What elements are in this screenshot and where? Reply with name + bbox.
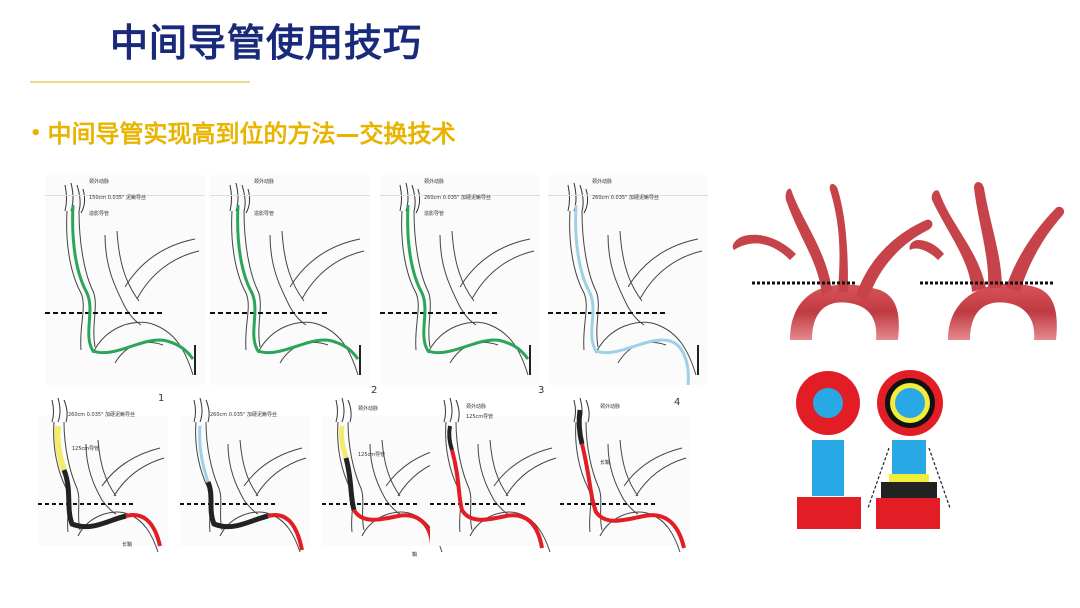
label-wire-260-c: 260cm 0.035" 加硬泥鳅导丝 [68,411,135,418]
label-catheter-3: 造影导管 [424,210,444,217]
panel-top-3: 颈外动脉 260cm 0.035" 加硬泥鳅导丝 造影导管 [379,174,541,386]
label-guide-125-c: 125cm导管 [466,413,493,420]
label-guide-125-a: 125cm导管 [72,445,99,452]
bullet-text: 中间导管实现高到位的方法—交换技术 [47,120,456,148]
label-artery-4: 颈外动脉 [592,178,612,185]
label-artery-1: 颈外动脉 [89,178,109,185]
step-number-3: 3 [538,385,544,396]
label-sheath-a: 长鞘 [122,541,132,548]
step-number-2: 2 [371,385,377,396]
label-artery-2: 颈外动脉 [254,178,274,185]
panel-bottom-4: 颈外动脉 125cm导管 [429,397,561,553]
label-catheter-2: 造影导管 [254,210,274,217]
slide-title: 中间导管使用技巧 [110,21,423,65]
bullet-point: •中间导管实现高到位的方法—交换技术 [30,114,456,149]
panel-top-1: 颈外动脉 150cm 0.035" 泥鳅导丝 造影导管 [44,174,206,386]
aortic-arch-illustration-2 [909,182,1065,340]
panel-bottom-5: 颈外动脉 长鞘 [559,397,691,553]
catheter-stack-1 [797,440,861,529]
green-wire [71,204,195,360]
title-underline [30,81,250,83]
catheter-crosssection-2 [877,370,943,436]
label-wire-150: 150cm 0.035" 泥鳅导丝 [89,194,146,201]
catheter-stack-2 [867,440,951,529]
label-catheter-1: 造影导管 [89,210,109,217]
label-guide-125-b: 125cm导管 [358,451,385,458]
panel-bottom-3: 颈外动脉 125cm导管 鞘 [321,397,453,558]
label-wire-260-b: 260cm 0.035" 加硬泥鳅导丝 [592,194,659,201]
blue-wire [574,204,690,386]
label-wire-260-d: 260cm 0.035" 加硬泥鳅导丝 [210,411,277,418]
step-number-1: 1 [158,393,164,404]
label-sheath-b: 鞘 [412,551,417,558]
panel-top-2: 颈外动脉 造影导管 [209,174,371,386]
panel-bottom-2: 260cm 0.035" 加硬泥鳅导丝 [179,397,311,553]
catheter-crosssection-1 [796,371,860,435]
label-artery-3: 颈外动脉 [424,178,444,185]
panel-top-4: 颈外动脉 260cm 0.035" 加硬泥鳅导丝 [547,174,709,386]
label-artery-6: 颈外动脉 [466,403,486,410]
label-artery-5: 颈外动脉 [358,405,378,412]
label-wire-260-a: 260cm 0.035" 加硬泥鳅导丝 [424,194,491,201]
panel-bottom-1: 260cm 0.035" 加硬泥鳅导丝 125cm导管 长鞘 [37,397,169,553]
green-wire [236,204,360,360]
label-sheath-c: 长鞘 [600,459,610,466]
bullet-dot: • [30,123,42,144]
step-number-4: 4 [674,397,680,408]
aortic-arch-illustration-1 [732,184,933,340]
green-wire [406,204,530,360]
label-artery-7: 颈外动脉 [600,403,620,410]
